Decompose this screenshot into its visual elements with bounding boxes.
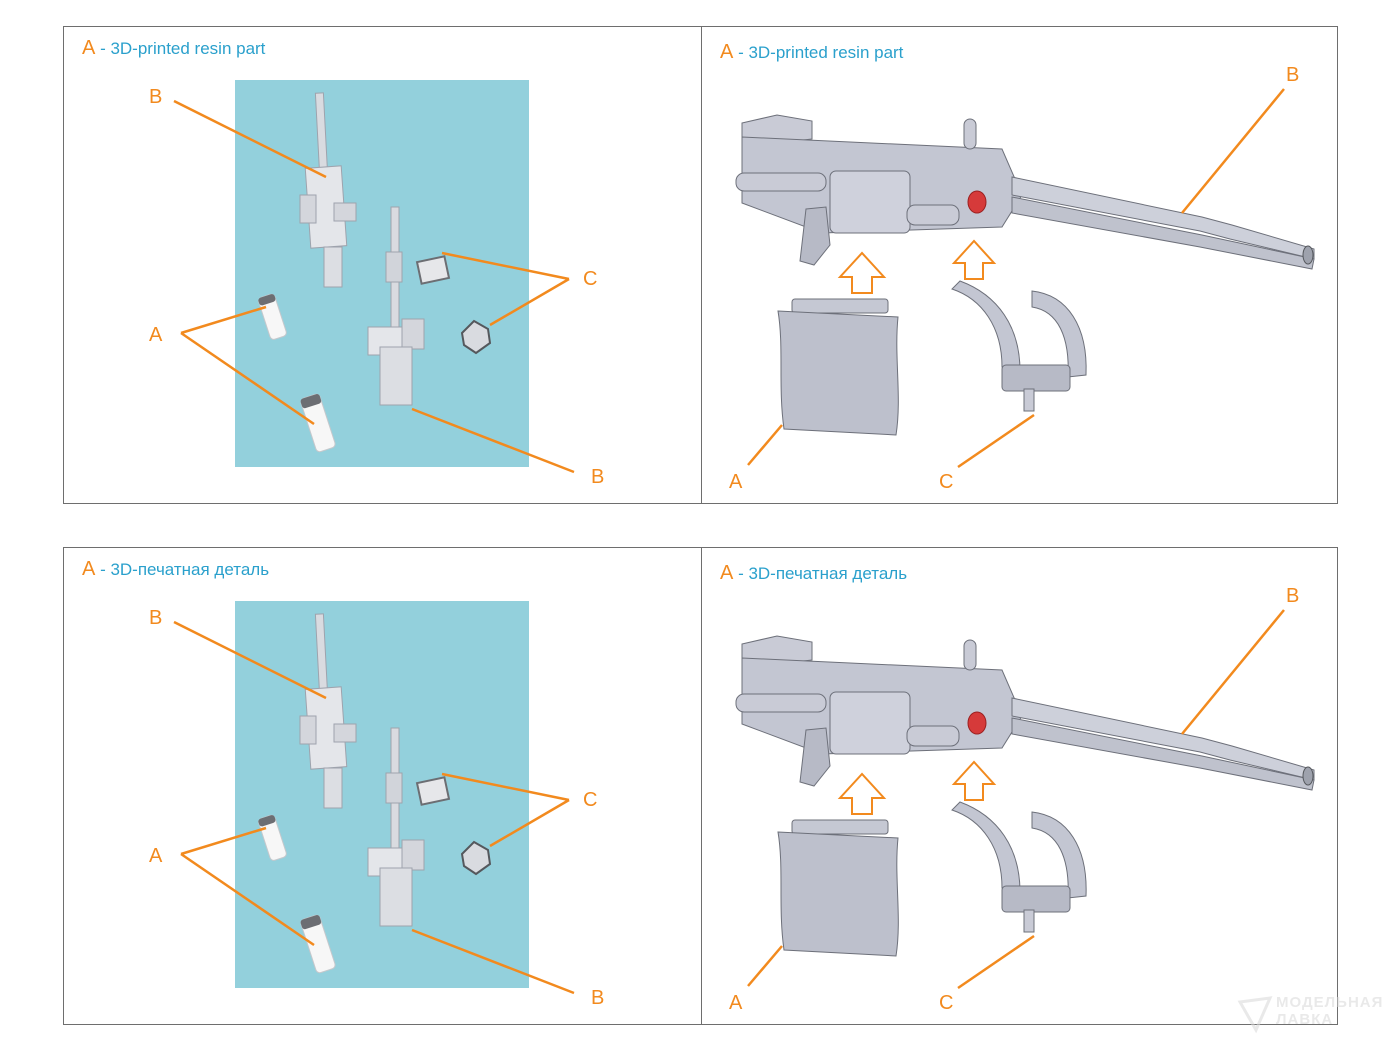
instruction-sheet-english: A - 3D-printed resin part: [63, 26, 1338, 504]
label-b-upper: B: [149, 607, 162, 629]
label-c: C: [583, 789, 597, 811]
caption-key: A: [720, 562, 734, 584]
gun-part-b-upper: [299, 92, 357, 288]
label-c: C: [939, 471, 953, 493]
caption-key: A: [720, 41, 734, 63]
up-arrow-outline-icon: [837, 251, 887, 294]
magazine-part-a-2: [300, 393, 336, 453]
machine-gun-part-b: [735, 635, 1315, 791]
leader-lines: [747, 88, 1285, 469]
caption-text: - 3D-печатная деталь: [733, 564, 908, 583]
panel-caption: A - 3D-printed resin part: [82, 37, 265, 60]
gun-part-b-lower: [367, 206, 425, 406]
bracket-part-c-2: [460, 319, 492, 355]
label-c: C: [583, 268, 597, 290]
label-b-lower: B: [591, 987, 604, 1009]
leader-lines: [173, 620, 575, 995]
watermark-text: МОДЕЛЬНАЯ ЛАВКА: [1276, 994, 1383, 1028]
watermark-line-2: ЛАВКА: [1276, 1011, 1334, 1028]
magazine-part-a-1: [258, 814, 287, 861]
print-layout-panel: A - 3D-printed resin part: [64, 27, 701, 503]
watermark-logo: МОДЕЛЬНАЯ ЛАВКА: [1234, 994, 1384, 1038]
label-a: A: [729, 471, 743, 493]
caption-key: A: [82, 558, 96, 580]
ammo-box-part-a: [777, 819, 899, 957]
magazine-part-a-2: [300, 914, 336, 974]
panel-caption: A - 3D-printed resin part: [720, 41, 903, 64]
print-bed-diagram: B A C B: [149, 601, 604, 1009]
up-arrow-outline-icon: [837, 772, 887, 815]
magazine-part-a-1: [258, 293, 287, 340]
panel-caption: A - 3D-печатная деталь: [82, 558, 269, 581]
label-c: C: [939, 992, 953, 1014]
caption-key: A: [82, 37, 96, 59]
label-a: A: [729, 992, 743, 1014]
assembly-diagram: B A C: [729, 64, 1315, 493]
panel-divider: [701, 27, 702, 503]
up-arrow-outline-icon: [951, 760, 997, 801]
up-arrow-outline-icon: [951, 239, 997, 280]
assembly-panel: A - 3D-печатная деталь: [702, 548, 1337, 1024]
caption-text: - 3D-печатная деталь: [95, 560, 270, 579]
print-layout-panel: A - 3D-печатная деталь: [64, 548, 701, 1024]
label-b: B: [1286, 64, 1299, 86]
leader-lines: [173, 99, 575, 474]
panel-divider: [701, 548, 702, 1024]
label-b-upper: B: [149, 86, 162, 108]
print-bed: [235, 80, 529, 467]
instruction-sheet-russian: A - 3D-печатная деталь: [63, 547, 1338, 1025]
print-bed-diagram: B A C B: [149, 80, 604, 488]
label-a: A: [149, 324, 163, 346]
label-a: A: [149, 845, 163, 867]
leader-lines: [747, 609, 1285, 990]
panel-caption: A - 3D-печатная деталь: [720, 562, 907, 585]
bracket-part-c-1: [415, 255, 451, 285]
caption-text: - 3D-printed resin part: [733, 43, 904, 62]
print-bed: [235, 601, 529, 988]
mount-bracket-part-c: [951, 801, 1087, 933]
mount-bracket-part-c: [951, 280, 1087, 412]
watermark-line-1: МОДЕЛЬНАЯ: [1276, 994, 1384, 1011]
gun-part-b-lower: [367, 727, 425, 927]
watermark-logo-icon: [1237, 996, 1273, 1034]
assembly-diagram: B A C: [729, 585, 1315, 1014]
gun-part-b-upper: [299, 613, 357, 809]
machine-gun-part-b: [735, 114, 1315, 270]
ammo-box-part-a: [777, 298, 899, 436]
label-b-lower: B: [591, 466, 604, 488]
caption-text: - 3D-printed resin part: [95, 39, 266, 58]
bracket-part-c-2: [460, 840, 492, 876]
assembly-panel: A - 3D-printed resin part: [702, 27, 1337, 503]
label-b: B: [1286, 585, 1299, 607]
bracket-part-c-1: [415, 776, 451, 806]
